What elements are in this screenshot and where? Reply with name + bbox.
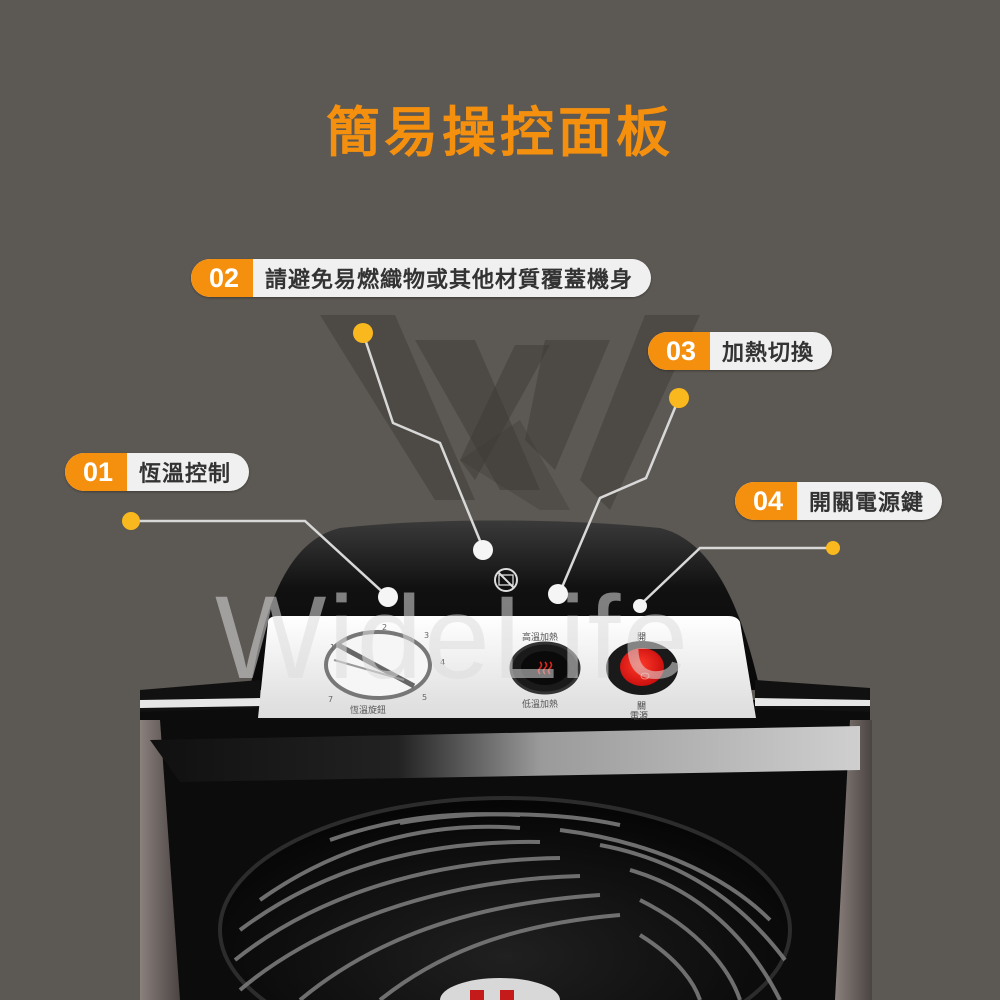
heat-waves-icon [537, 661, 553, 675]
power-on-label: 開 [637, 633, 647, 643]
power-off-label: 關 [637, 702, 647, 712]
watermark-w-logo [320, 315, 700, 510]
callout-label: 恆溫控制 [139, 462, 232, 487]
svg-text:4: 4 [440, 658, 445, 667]
svg-text:5: 5 [422, 693, 427, 702]
svg-text:3: 3 [424, 631, 429, 640]
callout-number: 02 [191, 259, 254, 297]
callout-03: 03 加熱切換 [648, 332, 833, 370]
svg-text:2: 2 [382, 623, 387, 632]
callout-dot-01 [122, 512, 140, 530]
heat-low-label: 低溫加熱 [522, 700, 559, 710]
callout-dot-03 [669, 388, 689, 408]
callout-04: 04 開關電源鍵 [735, 482, 943, 520]
callout-number: 01 [65, 453, 128, 491]
power-label: 電源 [630, 712, 649, 722]
callout-label: 請避免易燃織物或其他材質覆蓋機身 [265, 268, 634, 293]
callout-dot-04 [826, 541, 840, 555]
page-title: 簡易操控面板 [326, 101, 674, 164]
callout-number: 03 [648, 332, 711, 370]
callout-label: 加熱切換 [722, 341, 815, 366]
callout-dot-02 [353, 323, 373, 343]
heat-switch[interactable] [509, 641, 581, 695]
anchor-dot-02 [473, 540, 493, 560]
svg-text:7: 7 [328, 695, 333, 704]
callout-02: 02 請避免易燃織物或其他材質覆蓋機身 [191, 259, 652, 297]
thermostat-dial[interactable] [324, 630, 432, 700]
heat-high-label: 高溫加熱 [522, 633, 559, 643]
anchor-dot-04 [633, 599, 647, 613]
anchor-dot-01 [378, 587, 398, 607]
no-cover-icon [494, 568, 518, 592]
power-switch[interactable] [606, 641, 678, 695]
svg-text:1: 1 [330, 643, 335, 652]
dial-label: 恆溫旋鈕 [350, 706, 387, 716]
callout-01: 01 恆溫控制 [65, 453, 250, 491]
anchor-dot-03 [548, 584, 568, 604]
callout-label: 開關電源鍵 [809, 491, 925, 516]
callout-number: 04 [735, 482, 798, 520]
